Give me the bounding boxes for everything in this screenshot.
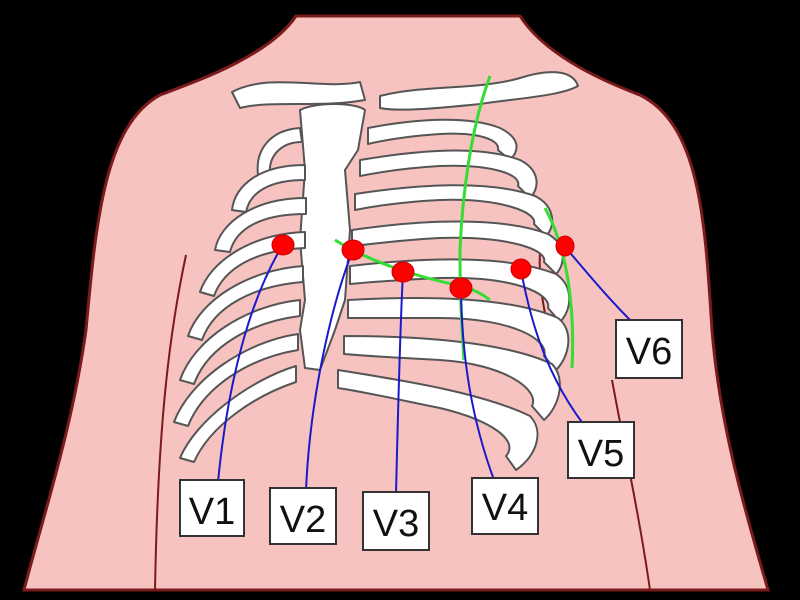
lead-label-v1-text: V1 bbox=[189, 491, 235, 533]
electrodes bbox=[271, 234, 575, 299]
left-rib-7 bbox=[173, 333, 299, 427]
right-arm-crease bbox=[611, 379, 651, 591]
wire-v6 bbox=[564, 246, 633, 323]
wire-v3 bbox=[395, 271, 404, 495]
left-rib-8 bbox=[179, 365, 297, 463]
right-rib-7 bbox=[343, 335, 561, 421]
lead-label-v2: V2 bbox=[269, 487, 337, 545]
right-rib-8 bbox=[337, 369, 539, 471]
wire-v2 bbox=[305, 251, 353, 491]
right-rib-3 bbox=[354, 184, 554, 237]
electrode-v5 bbox=[510, 258, 532, 280]
left-rib-6 bbox=[179, 299, 301, 385]
electrode-v6 bbox=[555, 235, 575, 257]
left-clavicle bbox=[231, 81, 366, 109]
lead-label-v3: V3 bbox=[362, 491, 430, 551]
electrode-v3 bbox=[391, 261, 415, 283]
wire-v4 bbox=[460, 289, 495, 481]
wire-v5 bbox=[520, 269, 585, 426]
lead-label-v5-text: V5 bbox=[578, 433, 624, 475]
left-rib-5 bbox=[187, 265, 304, 341]
right-clavicle bbox=[379, 71, 579, 111]
lead-label-v1: V1 bbox=[179, 479, 245, 537]
electrode-v1 bbox=[271, 234, 295, 256]
left-rib-3 bbox=[214, 197, 307, 253]
right-rib-4 bbox=[351, 220, 564, 275]
lead-label-v4: V4 bbox=[471, 477, 539, 535]
wire-v1 bbox=[217, 245, 283, 483]
left-rib-2 bbox=[231, 164, 306, 213]
lead-label-v2-text: V2 bbox=[280, 499, 326, 541]
left-arm-crease bbox=[154, 254, 187, 591]
electrode-v4 bbox=[449, 277, 473, 299]
electrode-v2 bbox=[341, 239, 365, 261]
lead-label-v6-text: V6 bbox=[626, 331, 672, 373]
lead-wires bbox=[217, 245, 633, 495]
lead-label-v4-text: V4 bbox=[482, 487, 528, 529]
sternum bbox=[299, 103, 366, 371]
lead-label-v5: V5 bbox=[567, 421, 635, 479]
anterior-axillary-line bbox=[543, 207, 575, 369]
ribcage-icon bbox=[173, 71, 579, 471]
lead-label-v3-text: V3 bbox=[373, 503, 419, 545]
lead-label-v6: V6 bbox=[615, 319, 683, 379]
